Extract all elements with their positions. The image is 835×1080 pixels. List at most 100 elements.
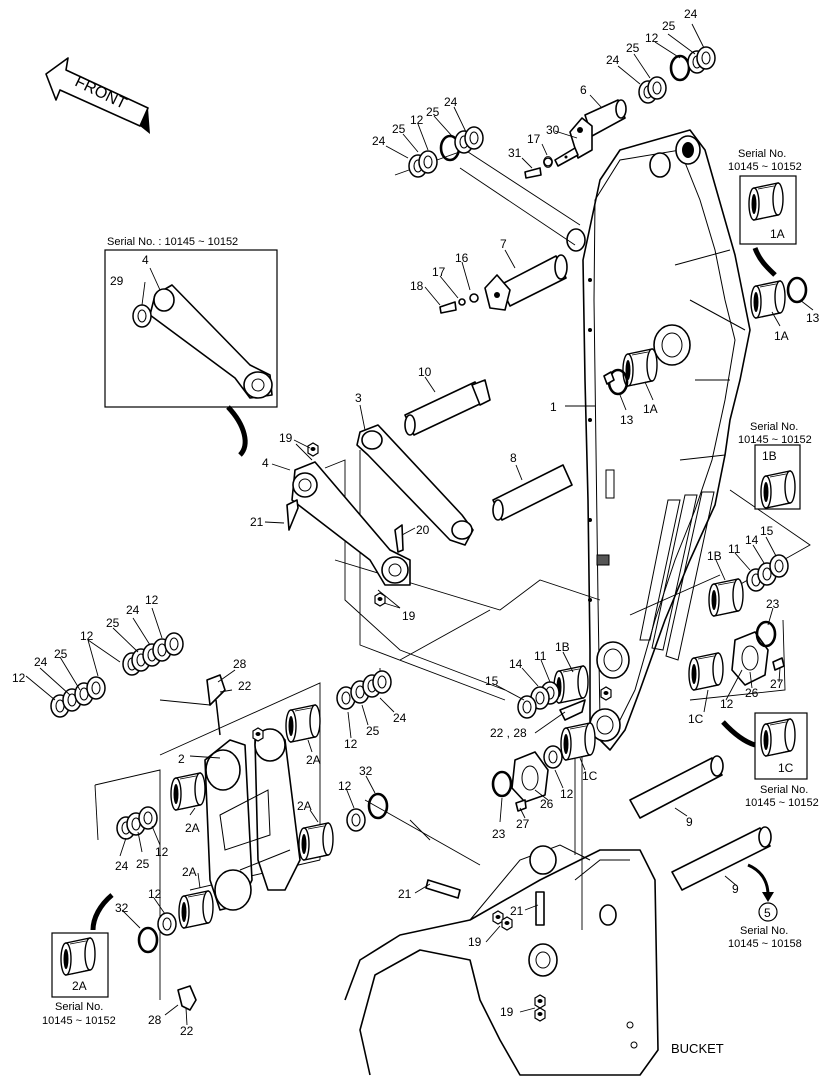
svg-text:22: 22 — [238, 679, 252, 693]
svg-text:25: 25 — [54, 647, 68, 661]
svg-text:2A: 2A — [297, 799, 312, 813]
svg-text:28: 28 — [233, 657, 247, 671]
svg-text:24: 24 — [34, 655, 48, 669]
pin-6-group — [524, 99, 627, 179]
svg-text:21: 21 — [250, 515, 264, 529]
bucket-bolts — [425, 879, 546, 1022]
svg-text:10145 ~ 10152: 10145 ~ 10152 — [42, 1015, 116, 1027]
svg-text:2A: 2A — [185, 821, 200, 835]
svg-text:2A: 2A — [72, 979, 87, 993]
bushings-2A — [170, 704, 334, 929]
svg-text:16: 16 — [455, 251, 469, 265]
svg-text:1A: 1A — [774, 329, 789, 343]
svg-text:4: 4 — [262, 456, 269, 470]
svg-text:17: 17 — [432, 265, 446, 279]
svg-text:9: 9 — [732, 882, 739, 896]
svg-text:10145 ~ 10152: 10145 ~ 10152 — [738, 434, 812, 446]
svg-text:23: 23 — [492, 827, 506, 841]
svg-text:Serial No.: Serial No. — [760, 784, 808, 796]
svg-text:7: 7 — [500, 237, 507, 251]
svg-text:24: 24 — [393, 711, 407, 725]
serial-box-1C: 1C Serial No. 10145 ~ 10152 — [721, 712, 819, 809]
svg-text:26: 26 — [745, 686, 759, 700]
svg-text:19: 19 — [500, 1005, 514, 1019]
svg-text:26: 26 — [540, 797, 554, 811]
svg-text:28: 28 — [148, 1013, 162, 1027]
svg-text:12: 12 — [344, 737, 358, 751]
svg-text:24: 24 — [372, 134, 386, 148]
arm-body — [566, 129, 751, 751]
svg-text:24: 24 — [606, 53, 620, 67]
seal-stack-top-left — [408, 126, 484, 178]
svg-text:Serial No.: Serial No. — [740, 925, 788, 937]
svg-text:12: 12 — [80, 629, 94, 643]
svg-text:27: 27 — [770, 677, 784, 691]
link-4 — [286, 442, 411, 607]
svg-text:2A: 2A — [182, 865, 197, 879]
svg-text:12: 12 — [155, 845, 169, 859]
svg-text:6: 6 — [580, 83, 587, 97]
svg-text:24: 24 — [444, 95, 458, 109]
pin-7-group — [439, 254, 568, 314]
ref-circle-5: 5 Serial No. 10145 ~ 10158 — [728, 863, 802, 950]
svg-text:21: 21 — [398, 887, 412, 901]
svg-text:25: 25 — [626, 41, 640, 55]
seal-stack-link-right — [336, 670, 392, 710]
svg-text:12: 12 — [645, 31, 659, 45]
svg-text:32: 32 — [115, 901, 129, 915]
svg-text:12: 12 — [12, 671, 26, 685]
svg-text:12: 12 — [410, 113, 424, 127]
svg-text:23: 23 — [766, 597, 780, 611]
seal-stack-mid-left — [122, 632, 184, 676]
svg-text:32: 32 — [359, 764, 373, 778]
seal-stack-top-right — [638, 46, 716, 104]
svg-text:11: 11 — [534, 649, 547, 663]
svg-text:5: 5 — [764, 906, 771, 920]
pins-9 — [629, 755, 772, 891]
svg-text:1C: 1C — [778, 761, 794, 775]
link-inset-label: Serial No. : 10145 ~ 10152 — [107, 236, 238, 248]
bucket — [344, 844, 659, 1076]
svg-text:13: 13 — [806, 311, 820, 325]
svg-text:2: 2 — [178, 752, 185, 766]
svg-text:25: 25 — [136, 857, 150, 871]
svg-text:17: 17 — [527, 132, 541, 146]
svg-text:8: 8 — [510, 451, 517, 465]
bucket-link-2 — [177, 674, 301, 1011]
svg-text:9: 9 — [686, 815, 693, 829]
front-arrow-icon: FRONT — [45, 57, 150, 134]
bucket-label: BUCKET — [671, 1041, 724, 1056]
svg-text:27: 27 — [516, 817, 530, 831]
svg-text:25: 25 — [662, 19, 676, 33]
pin-8 — [492, 464, 573, 521]
link-inset: Serial No. : 10145 ~ 10152 — [104, 236, 278, 457]
svg-text:3: 3 — [355, 391, 362, 405]
seal-stack-left — [50, 676, 106, 718]
svg-text:10: 10 — [418, 365, 432, 379]
svg-text:14: 14 — [509, 657, 523, 671]
svg-text:1A: 1A — [770, 227, 785, 241]
svg-text:25: 25 — [426, 105, 440, 119]
serial-box-1A: Serial No. 10145 ~ 10152 1A — [728, 148, 802, 277]
svg-text:14: 14 — [745, 533, 759, 547]
svg-text:2A: 2A — [306, 753, 321, 767]
svg-text:10145 ~ 10158: 10145 ~ 10158 — [728, 938, 802, 950]
svg-text:29: 29 — [110, 274, 124, 288]
svg-text:24: 24 — [115, 859, 129, 873]
svg-text:Serial No.: Serial No. — [55, 1001, 103, 1013]
svg-text:1: 1 — [550, 400, 557, 414]
svg-text:19: 19 — [279, 431, 293, 445]
svg-text:Serial No.: Serial No. — [738, 148, 786, 160]
serial-box-2A: 2A Serial No. 10145 ~ 10152 — [42, 893, 116, 1027]
serial-box-1B: Serial No. 10145 ~ 10152 1B — [738, 421, 812, 510]
svg-text:19: 19 — [468, 935, 482, 949]
pin-10 — [404, 379, 491, 436]
svg-text:25: 25 — [392, 122, 406, 136]
leader-lines — [25, 23, 814, 1026]
svg-text:15: 15 — [760, 524, 774, 538]
svg-text:25: 25 — [106, 616, 120, 630]
svg-text:18: 18 — [410, 279, 424, 293]
svg-text:22: 22 — [180, 1024, 194, 1038]
svg-text:12: 12 — [560, 787, 574, 801]
